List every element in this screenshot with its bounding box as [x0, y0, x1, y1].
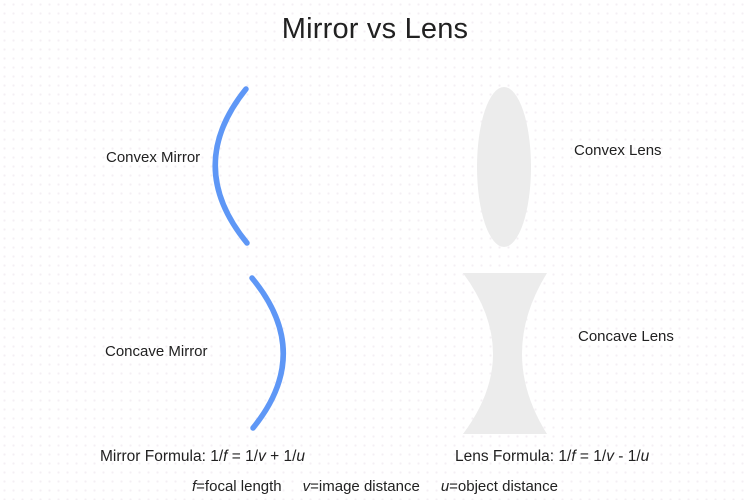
legend-definition-object-distance: =object distance — [449, 478, 558, 495]
lens-formula-var-v: v — [606, 448, 614, 465]
lens-formula: Lens Formula: 1/f = 1/v - 1/u — [455, 448, 649, 466]
mirror-formula-var-v: v — [258, 448, 266, 465]
legend-symbol-u: u — [440, 478, 450, 495]
lens-formula-var-f: f — [571, 448, 576, 465]
lens-formula-text: - 1/ — [613, 448, 641, 465]
mirror-formula-var-f: f — [223, 448, 228, 465]
convex-lens-label: Convex Lens — [574, 142, 662, 159]
page-title: Mirror vs Lens — [281, 13, 469, 45]
convex-mirror-arc — [212, 86, 250, 246]
legend-symbol-f: f — [192, 478, 197, 495]
mirror-formula: Mirror Formula: 1/f = 1/v + 1/u — [100, 448, 305, 466]
legend-item-image-distance: v=image distance — [303, 478, 420, 496]
legend-item-object-distance: u=object distance — [441, 478, 558, 496]
concave-lens-label: Concave Lens — [578, 328, 674, 345]
convex-lens-shape — [477, 87, 531, 247]
mirror-formula-text: + 1/ — [265, 448, 297, 465]
legend-definition-image-distance: =image distance — [310, 478, 420, 495]
convex-mirror-label: Convex Mirror — [106, 149, 201, 166]
concave-mirror-label: Concave Mirror — [105, 343, 208, 360]
legend-item-focal-length: f=focal length — [192, 478, 282, 496]
legend-symbol-v: v — [302, 478, 311, 495]
mirror-formula-text: Mirror Formula: 1/ — [100, 448, 224, 465]
lens-formula-text: = 1/ — [575, 448, 607, 465]
concave-mirror-arc — [249, 275, 286, 431]
legend-definition-focal-length: =focal length — [196, 478, 282, 495]
concave-lens-shape — [463, 273, 547, 434]
variable-legend: f=focal length v=image distance u=object… — [0, 478, 750, 496]
mirror-formula-var-u: u — [296, 448, 306, 465]
lens-formula-var-u: u — [640, 448, 650, 465]
lens-formula-text: Lens Formula: 1/ — [455, 448, 572, 465]
mirror-formula-text: = 1/ — [227, 448, 259, 465]
